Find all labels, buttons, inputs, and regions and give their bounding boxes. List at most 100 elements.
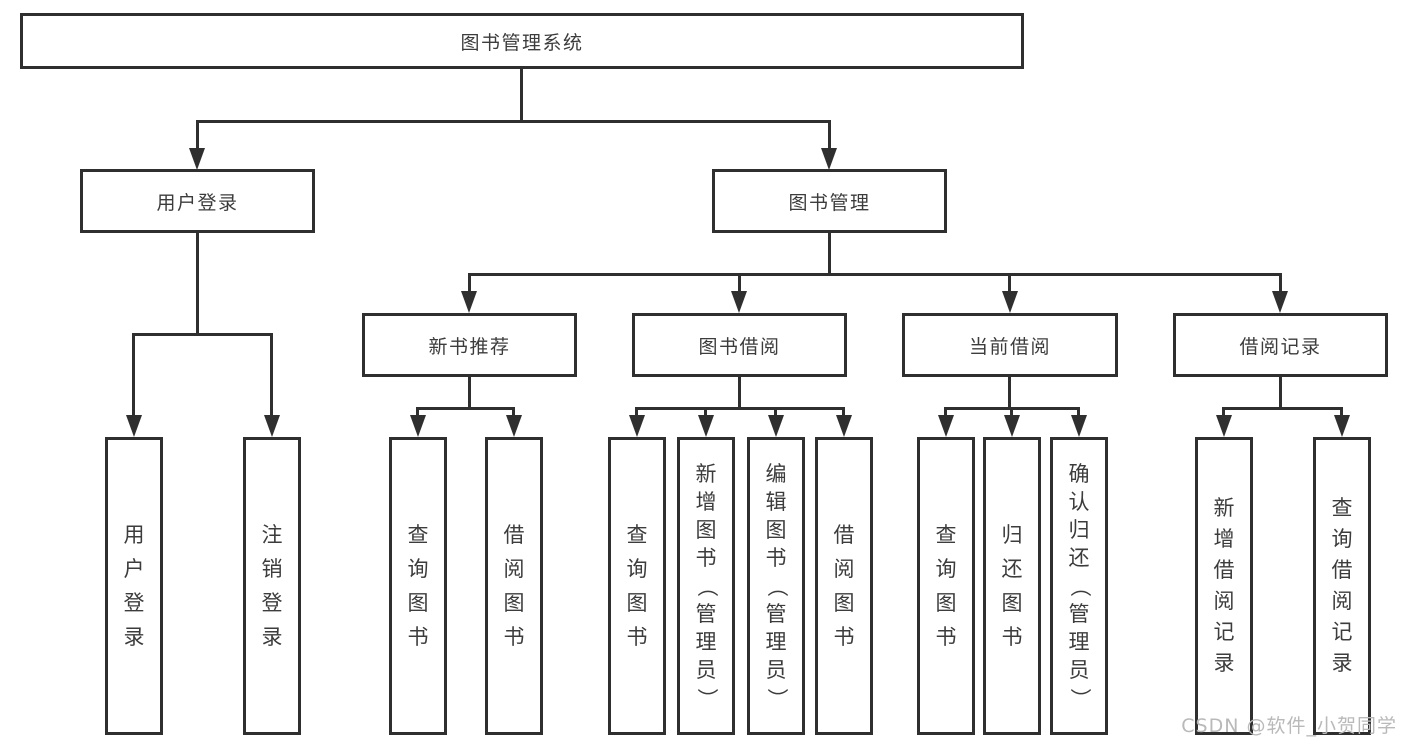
connector-drop-cb-query (944, 407, 947, 415)
vertical-char: 录 (261, 624, 283, 649)
vertical-char: 理 (695, 629, 717, 654)
leaf-logout: 注销登录 (243, 437, 301, 735)
vertical-char: 还 (1068, 545, 1090, 570)
vertical-char: 书 (935, 624, 957, 649)
vertical-char: 图 (407, 590, 429, 615)
vertical-char: （ (764, 575, 789, 597)
vertical-char: 辑 (765, 489, 787, 514)
connector-drop-leaf-logout (270, 333, 273, 415)
vertical-char: 借 (1331, 558, 1353, 582)
vertical-char: 阅 (1213, 589, 1235, 613)
arrow-to-book-management (821, 148, 837, 170)
arrow-to-rec-query (1334, 415, 1350, 437)
vertical-char: 管 (765, 601, 787, 626)
arrow-to-bb-edit (768, 415, 784, 437)
arrow-to-cb-query (938, 415, 954, 437)
connector-drop-nb-borrow (512, 407, 515, 415)
vertical-char: 用 (123, 522, 145, 547)
arrow-to-book-borrow (731, 291, 747, 313)
leaf-borrow-books-borrowing: 借阅图书 (815, 437, 873, 735)
vertical-char: 录 (1213, 651, 1235, 675)
connector-newbook-bar (416, 407, 515, 410)
vertical-char: 理 (1068, 629, 1090, 654)
vertical-char: 书 (695, 545, 717, 570)
arrow-to-leaf-logout (264, 415, 280, 437)
vertical-char: ） (1067, 687, 1092, 709)
vertical-char: 图 (765, 517, 787, 542)
arrow-to-nb-query (410, 415, 426, 437)
connector-records-stem (1279, 377, 1282, 407)
node-book-management: 图书管理 (712, 169, 947, 233)
vertical-char: 编 (765, 461, 787, 486)
vertical-char: 图 (833, 590, 855, 615)
vertical-char: 记 (1331, 620, 1353, 644)
arrow-to-bb-borrow (836, 415, 852, 437)
vertical-char: 借 (1213, 558, 1235, 582)
arrow-to-current-borrow (1002, 291, 1018, 313)
connector-bookmgmt-bar (468, 273, 1282, 276)
leaf-confirm-return-admin: 确认归还（管理员） (1050, 437, 1108, 735)
vertical-char: 图 (695, 517, 717, 542)
connector-bookborrow-stem (738, 377, 741, 407)
vertical-char: 借 (833, 522, 855, 547)
vertical-char: 查 (935, 522, 957, 547)
arrow-to-borrow-records (1272, 291, 1288, 313)
vertical-char: 查 (1331, 496, 1353, 520)
vertical-char: ） (694, 687, 719, 709)
leaf-query-books-current: 查询图书 (917, 437, 975, 735)
vertical-char: 书 (407, 624, 429, 649)
leaf-query-books-borrowing: 查询图书 (608, 437, 666, 735)
leaf-add-book-admin: 新增图书（管理员） (677, 437, 735, 735)
arrow-to-bb-add (698, 415, 714, 437)
connector-newbook-stem (468, 377, 471, 407)
node-book-borrowing: 图书借阅 (632, 313, 847, 377)
node-root: 图书管理系统 (20, 13, 1024, 69)
arrow-to-rec-add (1216, 415, 1232, 437)
vertical-char: 图 (935, 590, 957, 615)
vertical-char: 销 (261, 556, 283, 581)
arrow-to-user-login (189, 148, 205, 170)
connector-drop-bb-add (704, 407, 707, 415)
connector-root-stem (520, 69, 523, 120)
vertical-char: 借 (503, 522, 525, 547)
vertical-char: 阅 (833, 556, 855, 581)
connector-drop-nb-query (416, 407, 419, 415)
vertical-char: 员 (1068, 657, 1090, 682)
vertical-char: 管 (1068, 601, 1090, 626)
vertical-char: 增 (1213, 527, 1235, 551)
vertical-char: 录 (123, 624, 145, 649)
vertical-char: 新 (1213, 496, 1235, 520)
vertical-char: 员 (695, 657, 717, 682)
connector-currentborrow-stem (1008, 377, 1011, 407)
connector-drop-bb-borrow (842, 407, 845, 415)
vertical-char: 理 (765, 629, 787, 654)
arrow-to-nb-borrow (506, 415, 522, 437)
vertical-char: 查 (407, 522, 429, 547)
vertical-char: 登 (261, 590, 283, 615)
vertical-char: 书 (626, 624, 648, 649)
connector-drop-cb-confirm (1077, 407, 1080, 415)
connector-drop-new-book (468, 273, 471, 291)
vertical-char: 记 (1213, 620, 1235, 644)
node-user-login-branch: 用户登录 (80, 169, 315, 233)
connector-bookborrow-bar (635, 407, 845, 410)
vertical-char: （ (694, 575, 719, 597)
vertical-char: 询 (935, 556, 957, 581)
vertical-char: 询 (1331, 527, 1353, 551)
arrow-to-leaf-login (126, 415, 142, 437)
vertical-char: 书 (833, 624, 855, 649)
connector-drop-book-management (828, 120, 831, 148)
arrow-to-cb-return (1004, 415, 1020, 437)
connector-drop-borrow-records (1279, 273, 1282, 291)
node-new-book-recommend: 新书推荐 (362, 313, 577, 377)
vertical-char: 认 (1068, 489, 1090, 514)
vertical-char: 录 (1331, 651, 1353, 675)
connector-drop-current-borrow (1008, 273, 1011, 291)
vertical-char: 阅 (503, 556, 525, 581)
connector-drop-book-borrow (738, 273, 741, 291)
vertical-char: 查 (626, 522, 648, 547)
connector-drop-bb-query (635, 407, 638, 415)
arrow-to-bb-query (629, 415, 645, 437)
vertical-char: 归 (1068, 517, 1090, 542)
connector-drop-user-login (196, 120, 199, 148)
